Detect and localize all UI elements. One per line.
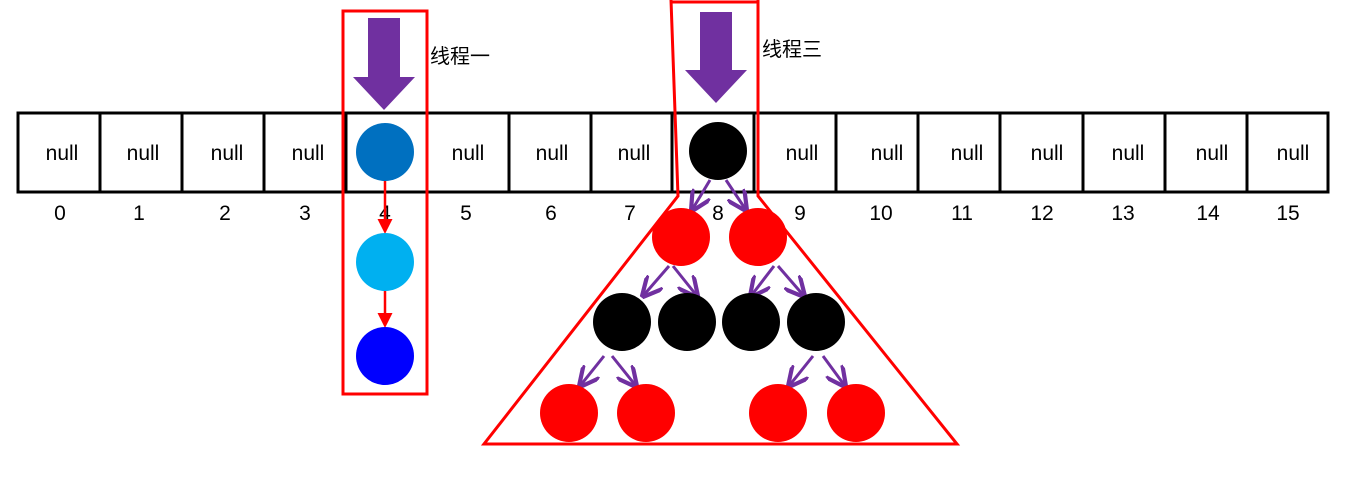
tree-node-red xyxy=(617,384,675,442)
table-index-label: 9 xyxy=(794,202,806,225)
table-cell-value: null xyxy=(951,142,984,165)
hash-table: null null null null null null null null null null… xyxy=(16,111,1330,225)
thread-three-down-arrow-icon xyxy=(685,12,747,103)
tree-node-red xyxy=(827,384,885,442)
table-index-label: 2 xyxy=(219,202,231,225)
tree-edge xyxy=(724,179,746,210)
thread-one-label: 线程一 xyxy=(430,44,490,68)
table-index-label: 6 xyxy=(545,202,557,225)
tree-node-black xyxy=(658,293,716,351)
thread-three-group: 线程三 xyxy=(480,0,961,446)
table-cell-value: null xyxy=(1031,142,1064,165)
list-node-head xyxy=(356,123,414,181)
thread-one-down-arrow-icon xyxy=(353,18,415,110)
tree-edge xyxy=(671,265,697,296)
table-cell-value: null xyxy=(1277,142,1310,165)
tree-edge xyxy=(821,355,845,386)
table-cell-value: null xyxy=(211,142,244,165)
table-dividers xyxy=(98,113,1249,192)
tree-highlight-outline xyxy=(480,0,961,446)
thread-three-label: 线程三 xyxy=(762,37,822,61)
tree-root-node xyxy=(689,122,747,180)
tree-edge xyxy=(692,179,712,210)
tree-edge xyxy=(789,355,815,386)
tree-node-red xyxy=(749,384,807,442)
table-cell-value: null xyxy=(1112,142,1145,165)
list-node-middle xyxy=(356,233,414,291)
thread-one-group: 线程一 xyxy=(341,9,490,396)
table-index-label: 12 xyxy=(1030,202,1053,225)
table-cell-value: null xyxy=(46,142,79,165)
table-index-label: 7 xyxy=(624,202,636,225)
table-index-label: 14 xyxy=(1196,202,1220,225)
table-index-label: 15 xyxy=(1276,202,1299,225)
table-cell-value: null xyxy=(127,142,160,165)
tree-node-black xyxy=(787,293,845,351)
thread-one-highlight-box xyxy=(341,9,429,396)
tree-node-black xyxy=(722,293,780,351)
tree-edge xyxy=(610,355,636,386)
table-cell-value: null xyxy=(536,142,569,165)
table-index-label: 8 xyxy=(712,202,724,225)
list-node-tail xyxy=(356,327,414,385)
table-index-label: 1 xyxy=(133,202,145,225)
tree-node-red xyxy=(652,208,710,266)
table-cell-value: null xyxy=(1196,142,1229,165)
table-index-label: 0 xyxy=(54,202,66,225)
tree-edge xyxy=(580,355,606,386)
table-cell-value: null xyxy=(786,142,819,165)
table-index-labels: 0123456789101112131415 xyxy=(54,202,1300,225)
table-cell-value: null xyxy=(871,142,904,165)
tree-node-black xyxy=(593,293,651,351)
table-index-label: 5 xyxy=(460,202,472,225)
table-index-label: 11 xyxy=(951,202,973,225)
table-cell-value: null xyxy=(452,142,485,165)
table-cell-value: null xyxy=(292,142,325,165)
tree-node-red xyxy=(729,208,787,266)
table-cell-labels: null null null null null null null null null null… xyxy=(46,142,1310,165)
table-index-label: 3 xyxy=(299,202,311,225)
table-index-label: 10 xyxy=(869,202,892,225)
tree-edge xyxy=(643,265,671,296)
tree-edge xyxy=(751,265,776,296)
table-index-label: 13 xyxy=(1111,202,1134,225)
tree-node-red xyxy=(540,384,598,442)
table-cell-value: null xyxy=(618,142,651,165)
tree-edge xyxy=(776,265,804,296)
